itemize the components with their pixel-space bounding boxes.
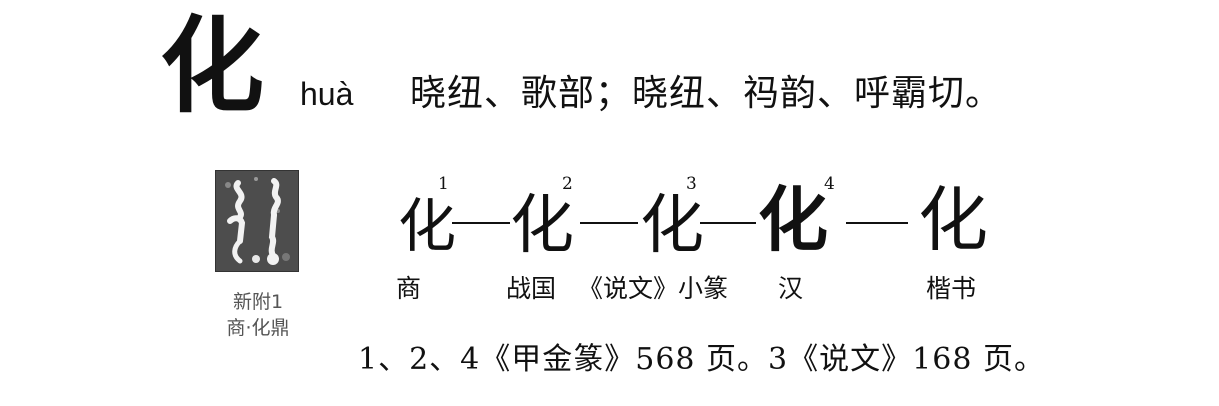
era-label-regular-script: 楷书	[926, 274, 977, 303]
rubbing-caption-number: 新附1	[232, 291, 284, 313]
bronze-rubbing-image	[215, 170, 299, 272]
era-label-warring-states: 战国	[506, 274, 557, 303]
source-reference-note: 1、2、4《甲金篆》568 页。3《说文》168 页。	[358, 342, 1045, 377]
evolution-glyph-small-seal: 化	[640, 189, 704, 263]
rubbing-glyph-graphic	[216, 171, 298, 271]
era-label-han: 汉	[778, 274, 804, 303]
era-label-shang: 商	[396, 274, 422, 303]
pinyin-reading: huà	[300, 76, 354, 112]
evolution-dash	[452, 222, 510, 224]
evolution-glyph-regular-script: 化	[918, 179, 988, 261]
evolution-number-3: 3	[686, 174, 697, 194]
evolution-dash	[846, 222, 908, 224]
evolution-dash	[580, 222, 638, 224]
evolution-glyph-han: 化	[758, 179, 828, 261]
evolution-number-2: 2	[562, 174, 573, 194]
evolution-dash	[700, 222, 756, 224]
evolution-glyph-shang: 化	[398, 192, 457, 260]
evolution-number-4: 4	[824, 174, 835, 194]
evolution-number-1: 1	[438, 174, 449, 194]
rubbing-caption-source: 商·化鼎	[226, 317, 290, 339]
era-label-small-seal: 《说文》小篆	[578, 274, 729, 303]
phonology-note: 晓纽、歌部；晓纽、祃韵、呼霸切。	[410, 73, 1003, 114]
head-character: 化	[160, 5, 264, 127]
evolution-glyph-warring-states: 化	[510, 189, 574, 263]
